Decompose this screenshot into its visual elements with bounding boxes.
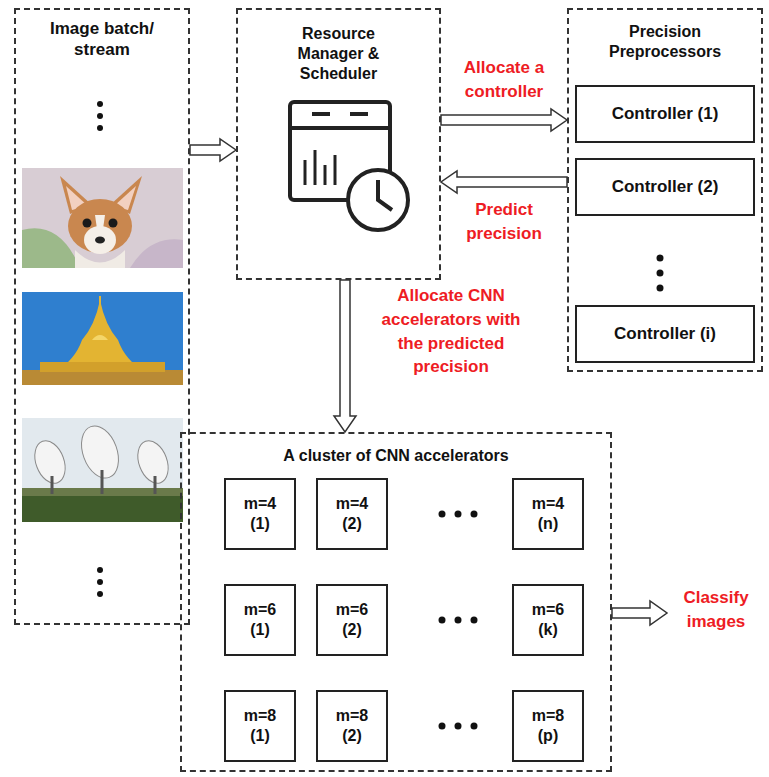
accelerator-box: m=4 (1) [224,478,296,550]
accelerator-box: m=8 (1) [224,690,296,762]
dog-photo [22,168,183,268]
edge-label: Allocate a controller [444,56,564,104]
accelerator-box: m=6 (1) [224,584,296,656]
accelerator-box: m=8 (p) [512,690,584,762]
node-title: Precision Preprocessors [600,22,730,62]
node-title: m=6 (1) [236,600,284,640]
accelerator-box: m=6 (2) [316,584,388,656]
scheduler-icon [290,102,408,230]
node-title: m=8 (2) [328,706,376,746]
edge-label: Allocate CNN accelerators with the predi… [368,284,534,379]
controller-box: Controller (2) [575,158,755,216]
controller-box: Controller (1) [575,85,755,143]
scheduler-panel: Resource Manager & Scheduler [236,8,441,280]
node-title: m=4 (2) [328,494,376,534]
flow-arrow [441,109,567,131]
node-title: m=4 (1) [236,494,284,534]
accelerator-box: m=8 (2) [316,690,388,762]
node-title: m=4 (n) [524,494,572,534]
output-arrow [612,601,667,625]
node-title: Controller (i) [614,323,716,344]
node-title: m=8 (p) [524,706,572,746]
node-title: m=8 (1) [236,706,284,746]
flow-arrow [441,171,567,193]
node-title: m=6 (2) [328,600,376,640]
antenna-photo [22,418,183,522]
node-title: Controller (1) [612,103,719,124]
flow-arrow [190,139,236,161]
flow-arrow [334,280,356,432]
node-title: Image batch/ stream [40,18,165,61]
output-label: Classify images [668,586,764,634]
accelerator-box: m=4 (2) [316,478,388,550]
accelerator-cluster: A cluster of CNN accelerators m=4 (1) m=4 … [180,432,612,772]
node-title: Controller (2) [612,176,719,197]
input-panel: Image batch/ stream [14,8,190,625]
node-title: Resource Manager & Scheduler [279,24,399,84]
preprocessor-panel: Precision PreprocessorsController (1) Con… [567,8,763,372]
controller-box: Controller (i) [575,305,755,363]
pagoda-photo [22,292,183,385]
node-title: m=6 (k) [524,600,572,640]
edge-label: Predict precision [444,198,564,246]
accelerator-box: m=4 (n) [512,478,584,550]
node-title: A cluster of CNN accelerators [196,446,596,466]
accelerator-box: m=6 (k) [512,584,584,656]
